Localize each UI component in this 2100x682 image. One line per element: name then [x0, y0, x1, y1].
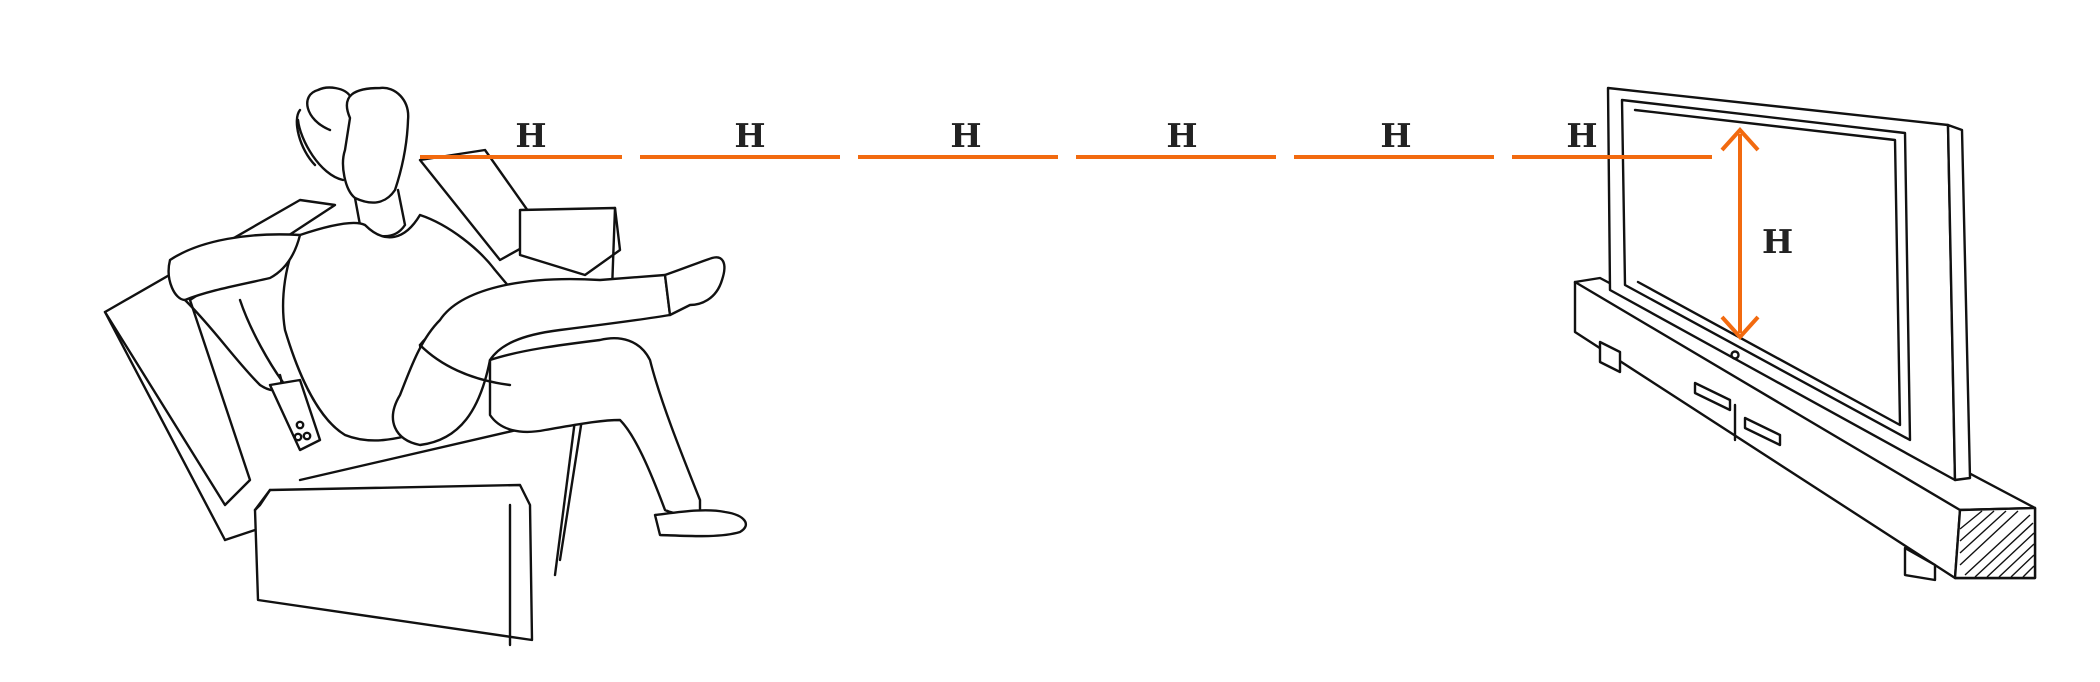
- sofa-with-person: [103, 86, 747, 647]
- arrow-up-icon: [1720, 127, 1760, 152]
- stand-end-hatch: [1959, 510, 2035, 578]
- screen-height-dimension: H: [1720, 127, 1793, 340]
- arrow-down-icon: [1720, 315, 1760, 340]
- tv-and-stand: [1573, 86, 2037, 582]
- distance-label-5: H: [1380, 116, 1411, 155]
- screen-height-label: H: [1762, 222, 1793, 261]
- distance-label-2: H: [734, 116, 765, 155]
- distance-label-4: H: [1166, 116, 1197, 155]
- viewing-distance-dimension: H H H H H H: [420, 116, 1712, 159]
- distance-label-6: H: [1566, 116, 1597, 155]
- distance-label-3: H: [950, 116, 981, 155]
- distance-label-1: H: [515, 116, 546, 155]
